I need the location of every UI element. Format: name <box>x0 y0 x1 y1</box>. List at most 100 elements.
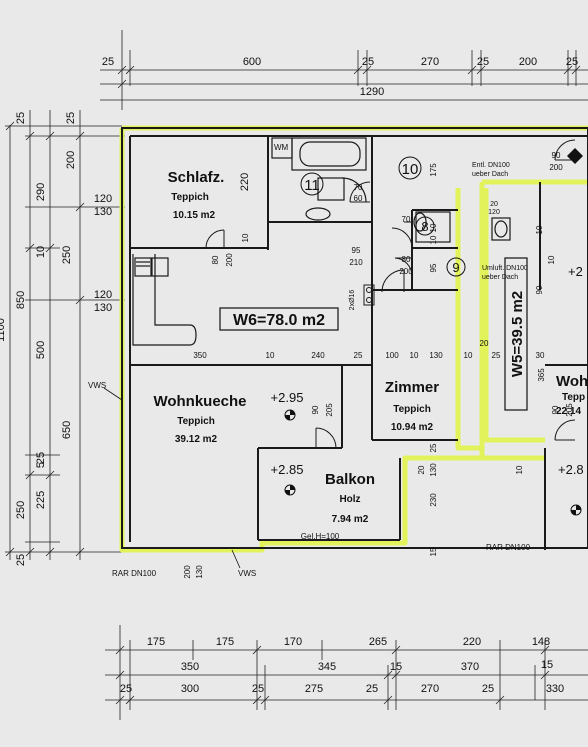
room-balkon-rail: Gel.H=100 <box>301 532 340 541</box>
room-schlafz-dim: 220 <box>239 173 251 191</box>
row-dim-30: 30 <box>536 351 545 360</box>
left-dim-d3: 130 <box>94 206 112 218</box>
walls <box>121 127 588 550</box>
inner-dim-20b: 20 <box>417 465 426 474</box>
left-dim-c1: 200 <box>65 151 77 169</box>
row-dim-10c: 10 <box>464 351 473 360</box>
row-dim-25a: 25 <box>354 351 363 360</box>
inner-dim-130b: 130 <box>429 463 438 477</box>
room-right-name: Woh <box>556 373 588 390</box>
left-dim-c2: 250 <box>61 246 73 264</box>
inner-dim-10d: 10 <box>535 225 544 234</box>
inner-dim-230: 230 <box>429 493 438 507</box>
inner-dim-10a: 10 <box>241 233 250 242</box>
inner-dim-10e: 10 <box>547 255 556 264</box>
room-number-circle-9 <box>446 257 466 277</box>
left-dim-d1: 25 <box>65 112 77 124</box>
left-dim-d2: 120 <box>94 193 112 205</box>
room-wohnkueche-name: Wohnkueche <box>153 393 246 410</box>
row-dim-350: 350 <box>193 351 207 360</box>
inner-dim-130c: 130 <box>195 565 204 579</box>
label-rar-left: RAR DN100 <box>112 569 157 578</box>
row-dim-10b: 10 <box>410 351 419 360</box>
left-dim-a3: 25 <box>15 554 27 566</box>
top-dim-1: 25 <box>102 56 114 68</box>
room-number-9: 9 <box>452 260 459 275</box>
left-dim-b3: 500 <box>35 341 47 359</box>
room-balkon-area: 7.94 m2 <box>332 514 369 525</box>
bottom-dim-r1-6: 148 <box>532 636 550 648</box>
inner-dim-90d: 90 <box>535 285 544 294</box>
room-wohnkueche-area: 39.12 m2 <box>175 434 218 445</box>
inner-dim-200b: 200 <box>399 267 413 276</box>
label-vws-left: VWS <box>88 381 106 390</box>
room-number-11: 11 <box>304 177 320 194</box>
inner-dim-10c: 10 <box>429 223 438 232</box>
inner-dim-365: 365 <box>537 368 546 382</box>
bottom-dim-r1-5: 220 <box>463 636 481 648</box>
bottom-dimension-lines <box>105 625 588 720</box>
room-right-area: 22.14 <box>556 406 581 417</box>
inner-dim-10f: 10 <box>515 465 524 474</box>
top-dimension-lines <box>100 30 588 110</box>
room-right-b-level: +2.8 <box>558 462 584 477</box>
inner-dim-95: 95 <box>352 246 361 255</box>
label-entl-1: Entl. DN100 <box>472 162 510 169</box>
w6-label-box <box>219 307 339 331</box>
bottom-dim-r3-3: 25 <box>252 683 264 695</box>
inner-dim-95b: 95 <box>429 263 438 272</box>
inner-dim-70a: 70 <box>354 183 363 192</box>
label-chimney: 2xØ16 <box>349 290 356 311</box>
room-right-floor: Tepp <box>562 392 585 403</box>
left-dim-b2: 10 <box>35 246 47 258</box>
inner-dim-200c: 200 <box>549 163 563 172</box>
bottom-dim-r1-4: 265 <box>369 636 387 648</box>
bottom-dim-r2-3: 15 <box>390 661 402 673</box>
row-dim-240: 240 <box>311 351 325 360</box>
inner-dim-80b: 80 <box>402 255 411 264</box>
bottom-dim-r3-5: 25 <box>366 683 378 695</box>
inner-dim-200a: 200 <box>225 253 234 267</box>
bottom-dim-r1-1: 175 <box>147 636 165 648</box>
inner-dimensions: 80 200 10 95 210 70 60 70 80 200 95 10 1… <box>183 151 574 579</box>
room-wohnkueche-level: +2.95 <box>271 390 304 405</box>
room-balkon-level: +2.85 <box>271 462 304 477</box>
room-number-circle-10 <box>398 156 422 180</box>
left-dim-d4: 120 <box>94 289 112 301</box>
inner-dim-70b: 70 <box>402 215 411 224</box>
room-zimmer-floor: Teppich <box>393 404 431 415</box>
bottom-dim-r2-4: 370 <box>461 661 479 673</box>
bottom-dim-r1-2: 175 <box>216 636 234 648</box>
row-dim-100: 100 <box>385 351 399 360</box>
bottom-dim-r2-1: 350 <box>181 661 199 673</box>
top-dim-total: 1290 <box>360 86 384 98</box>
bottom-dim-r3-8: 330 <box>546 683 564 695</box>
top-dim-4: 270 <box>421 56 439 68</box>
chimney-symbols <box>363 284 375 306</box>
inner-dim-90c: 90 <box>551 405 560 414</box>
bottom-dim-r3-6: 270 <box>421 683 439 695</box>
inner-dim-80: 80 <box>211 255 220 264</box>
bottom-dim-r3-2: 300 <box>181 683 199 695</box>
w5-label-box <box>504 257 528 411</box>
room-balkon-name: Balkon <box>325 471 375 488</box>
bottom-dim-r1-3: 170 <box>284 636 302 648</box>
label-umluft-2: ueber Dach <box>482 274 518 281</box>
room-wohnkueche-floor: Teppich <box>177 416 215 427</box>
inner-dim-205b: 205 <box>565 403 574 417</box>
room-number-circle-8 <box>415 216 435 236</box>
room-right-level: +2 <box>568 264 583 279</box>
label-rar-right: RAR DN100 <box>486 543 531 552</box>
bathroom-fixtures <box>271 137 511 243</box>
level-markers <box>284 148 583 516</box>
inner-dim-90b: 90 <box>311 405 320 414</box>
room-schlafz-floor: Teppich <box>171 192 209 203</box>
inner-dim-10b: 10 <box>429 235 438 244</box>
kitchen-counter <box>132 254 197 346</box>
left-dim-a1: 25 <box>15 112 27 124</box>
label-wm: WM <box>274 143 289 152</box>
row-dim-10a: 10 <box>266 351 275 360</box>
bottom-dim-r3-7: 25 <box>482 683 494 695</box>
room-schlafz-area: 10.15 m2 <box>173 210 216 221</box>
